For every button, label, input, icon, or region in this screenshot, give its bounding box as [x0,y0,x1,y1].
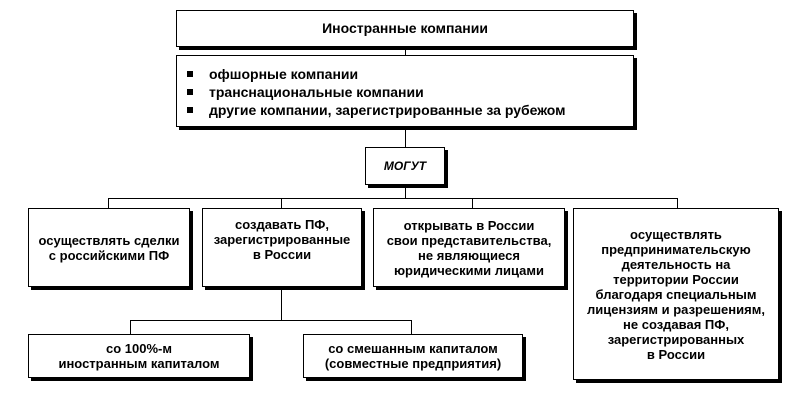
bullet-icon [187,89,193,95]
line-drop-2 [281,198,282,208]
company-types-box: офшорные компании транснациональные комп… [176,55,634,127]
option-box-licensed-activity: осуществлять предпринимательскую деятель… [573,208,779,380]
mogut-box: МОГУТ [365,147,445,185]
line-title-to-list [405,47,406,55]
line-drop-1 [108,198,109,208]
line-capital-drop-2 [411,320,412,334]
option-label: открывать в России свои представительств… [386,217,552,278]
option-label: осуществлять предпринимательскую деятель… [587,226,765,362]
option-box-deals: осуществлять сделки с российскими ПФ [28,208,190,287]
company-types-list: офшорные компании транснациональные комп… [177,65,633,119]
capital-label: со смешанным капиталом (совместные предп… [324,341,502,371]
line-capital-horizontal [130,320,412,321]
line-drop-4 [677,198,678,208]
list-item: офшорные компании [177,65,633,83]
option-label: создавать ПФ, зарегистрированные в Росси… [213,217,351,262]
mogut-label: МОГУТ [383,159,427,173]
bullet-icon [187,71,193,77]
line-options-horizontal [108,198,677,199]
option-label: осуществлять сделки с российскими ПФ [38,232,180,263]
list-item: транснациональные компании [177,83,633,101]
line-capital-drop-1 [130,320,131,334]
option-box-create-pf: создавать ПФ, зарегистрированные в Росси… [202,208,362,287]
capital-label: со 100%-м иностранным капиталом [58,341,220,371]
option-box-representative-offices: открывать в России свои представительств… [373,208,565,287]
bullet-icon [187,107,193,113]
line-list-to-mogut [405,127,406,147]
list-item: другие компании, зарегистрированные за р… [177,101,633,119]
foreign-companies-title-box: Иностранные компании [176,10,634,47]
page-title: Иностранные компании [322,20,488,36]
line-pf-down [281,287,282,320]
line-mogut-down [405,185,406,199]
capital-box-mixed: со смешанным капиталом (совместные предп… [303,334,523,378]
capital-box-foreign: со 100%-м иностранным капиталом [28,334,250,378]
line-drop-3 [472,198,473,208]
